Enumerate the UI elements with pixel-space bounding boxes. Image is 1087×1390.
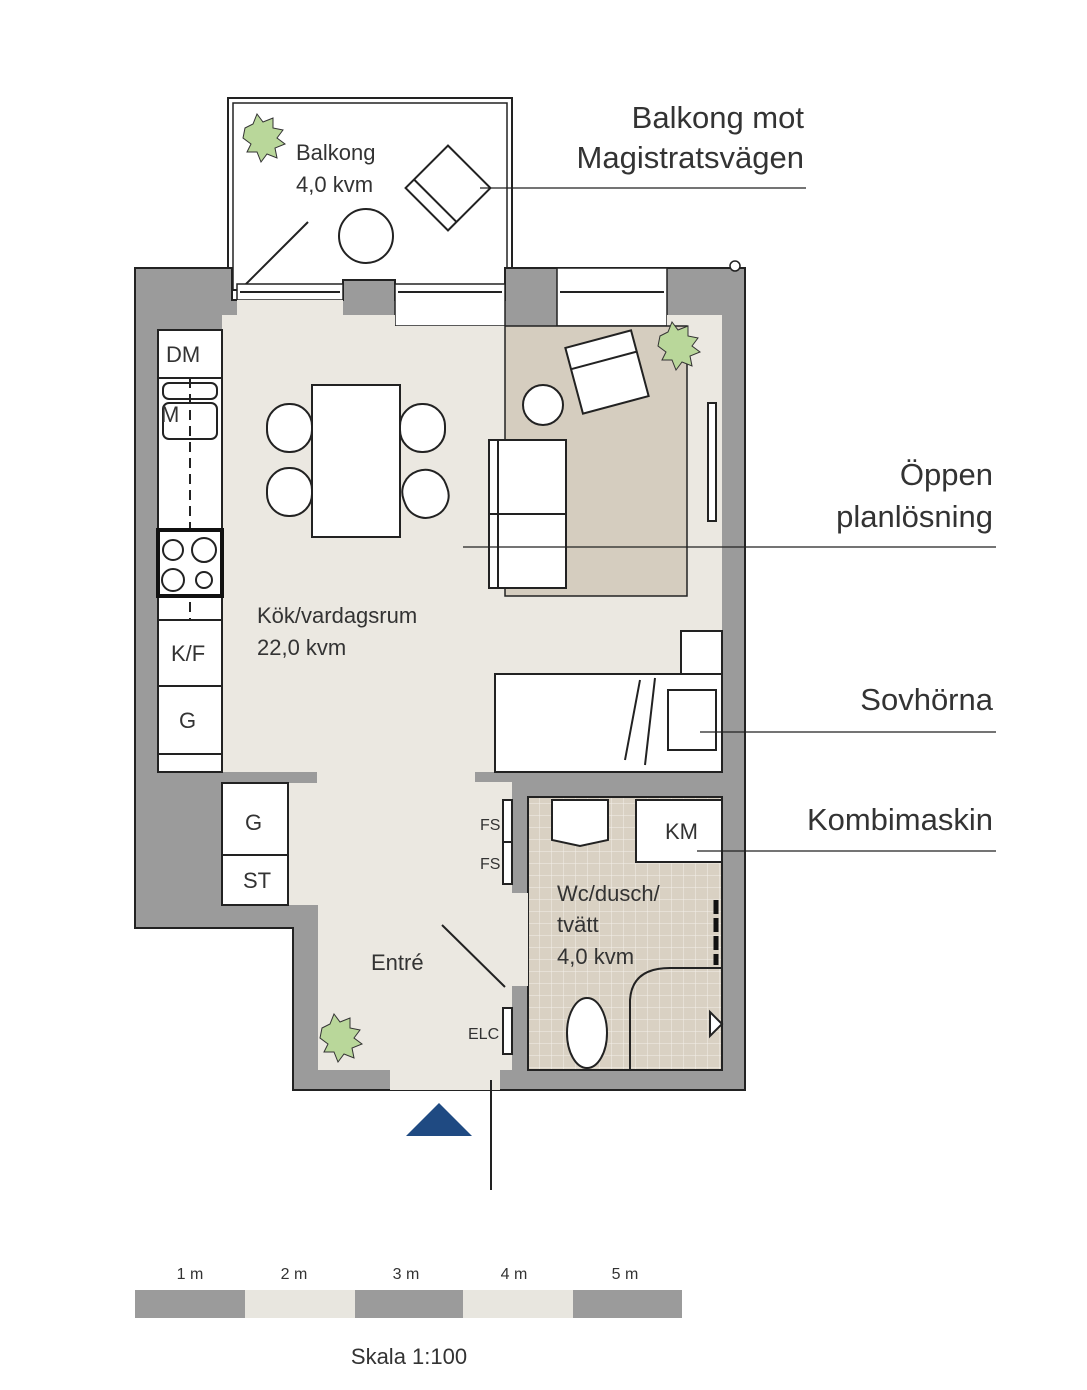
bath-label-1: Wc/dusch/: [557, 881, 661, 906]
fs-label-1: FS: [480, 817, 500, 834]
kf-label: K/F: [171, 641, 205, 666]
side-table: [522, 384, 564, 426]
callout-combi: Kombimaskin: [807, 802, 993, 837]
callout-open-2: planlösning: [836, 499, 993, 534]
km-label: KM: [665, 819, 698, 844]
m-label: M: [161, 402, 179, 427]
bath-area: 4,0 kvm: [557, 944, 634, 969]
dishwasher: [157, 329, 223, 379]
scale-bar: 1 m 2 m 3 m 4 m 5 m Skala 1:100: [135, 1266, 682, 1369]
hall-wardrobes: [441, 799, 513, 1055]
bath-label-2: tvätt: [557, 912, 599, 937]
balcony-table: [338, 208, 394, 264]
callout-balcony-1: Balkong mot: [632, 100, 805, 135]
plant-icon: [242, 112, 702, 1064]
washbasin: [551, 799, 609, 848]
scale-tick-4: 4 m: [501, 1266, 528, 1283]
g-label-1: G: [179, 708, 196, 733]
bathroom-door-swing: [441, 924, 506, 988]
dining-set: [266, 384, 450, 538]
bathroom-fixtures: [551, 799, 724, 1070]
balcony-label: Balkong: [296, 140, 376, 165]
callout-open-1: Öppen: [900, 457, 993, 492]
balcony: [227, 97, 513, 291]
living-area: 22,0 kvm: [257, 635, 346, 660]
scale-tick-1: 1 m: [177, 1266, 204, 1283]
scale-tick-2: 2 m: [281, 1266, 308, 1283]
fridge-freezer: [157, 619, 223, 687]
living-label: Kök/vardagsrum: [257, 603, 417, 628]
entry-arrow-icon: [406, 1103, 472, 1136]
scale-tick-5: 5 m: [612, 1266, 639, 1283]
balcony-area: 4,0 kvm: [296, 172, 373, 197]
scale-label: Skala 1:100: [351, 1344, 467, 1369]
entry-label: Entré: [371, 950, 424, 975]
elc-label: ELC: [468, 1026, 499, 1043]
living-furniture: [488, 329, 723, 773]
balcony-chair: [404, 144, 492, 232]
dm-label: DM: [166, 342, 200, 367]
kitchen: [156, 329, 289, 906]
st-label: ST: [243, 868, 271, 893]
wardrobe: [157, 685, 223, 755]
balcony-door-swing: [239, 221, 309, 291]
armchair: [564, 329, 650, 415]
dining-table: [311, 384, 401, 538]
g-label-2: G: [245, 810, 262, 835]
combi-machine: [635, 799, 723, 863]
callout-sleep: Sovhörna: [860, 682, 993, 717]
toilet: [566, 997, 608, 1069]
fs-label-2: FS: [480, 856, 500, 873]
tv: [707, 402, 717, 522]
callout-balcony-2: Magistratsvägen: [577, 140, 804, 175]
scale-tick-3: 3 m: [393, 1266, 420, 1283]
